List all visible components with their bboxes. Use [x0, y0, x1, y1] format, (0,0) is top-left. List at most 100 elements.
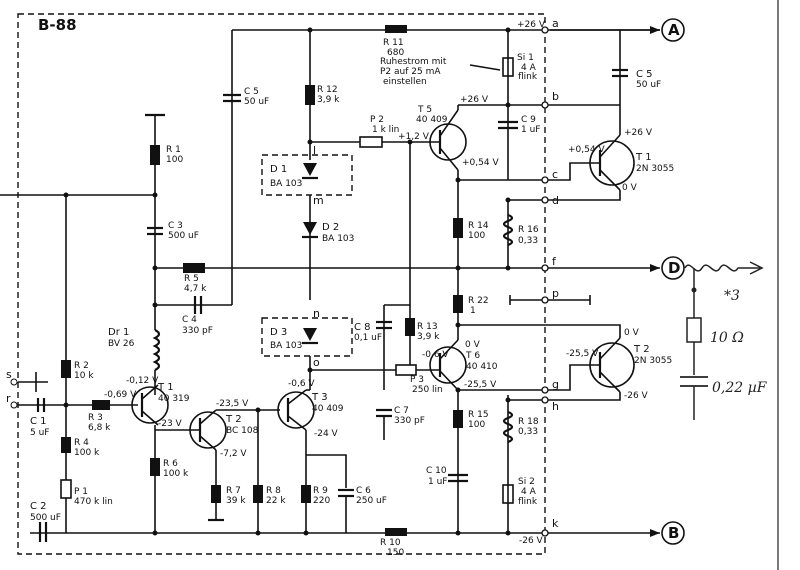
r5-name: R 5 [184, 274, 199, 284]
node-n: n [313, 307, 320, 320]
t5-value: 40 409 [416, 115, 448, 125]
r3-resistor [92, 400, 110, 410]
note-line-3: einstellen [383, 77, 427, 87]
r5-resistor [183, 263, 205, 273]
v-t3e: -24 V [314, 429, 339, 439]
terminal-b-label: B [668, 524, 679, 542]
r16-value: 0,33 [518, 236, 538, 246]
terminal-b [661, 521, 685, 545]
t1-value: 40 319 [158, 394, 190, 404]
t2-value: BC 108 [226, 426, 259, 436]
c5b-value: 50 uF [636, 80, 661, 90]
v-t5c: +26 V [460, 95, 489, 105]
t1-transistor [131, 386, 169, 424]
module-title: B-88 [38, 16, 77, 34]
v-t6c: 0 V [465, 340, 481, 350]
r4-name: R 4 [74, 438, 89, 448]
p1-name: P 1 [74, 487, 88, 497]
v-t3b: -0,6 V [288, 379, 315, 389]
v-p2: +1,2 V [398, 132, 430, 142]
si1-extra: flink [518, 72, 538, 82]
r6-name: R 6 [163, 459, 178, 469]
t1-name: T 1 [157, 382, 174, 393]
node-f: f [552, 255, 557, 268]
p2-value: 1 k lin [372, 125, 399, 135]
r12-name: R 12 [317, 85, 338, 95]
node-g: g [552, 378, 559, 391]
r16-resistor [502, 213, 514, 247]
c4-value: 330 pF [182, 326, 213, 336]
r13-name: R 13 [417, 322, 438, 332]
t6-name: T 6 [465, 351, 480, 361]
node-s: s [6, 368, 12, 381]
terminal-d [661, 256, 685, 280]
r11-name: R 11 [383, 38, 404, 48]
t2-name: T 2 [225, 414, 242, 425]
handwritten-capacitor-label: 0,22 µF [712, 380, 768, 396]
boundary-nodes [541, 26, 549, 537]
c9-value: 1 uF [521, 125, 540, 135]
r22-name: R 22 [468, 296, 489, 306]
d3-box [261, 317, 353, 357]
d1-box [261, 154, 353, 196]
c2-value: 500 uF [30, 513, 61, 523]
p2-pot [359, 136, 383, 148]
r4-value: 100 k [74, 448, 100, 458]
v-t2e: -7,2 V [220, 449, 247, 459]
c10-value: 1 uF [428, 477, 447, 487]
c5-value: 50 uF [244, 97, 269, 107]
r5-value: 4,7 k [184, 284, 207, 294]
c6-name: C 6 [356, 486, 371, 496]
v-k: -26 V [519, 536, 544, 546]
r18-value: 0,33 [518, 427, 538, 437]
r18-name: R 18 [518, 417, 539, 427]
v-a: +26 V [517, 20, 546, 30]
v-t2e-out: -26 V [624, 391, 649, 401]
node-b: b [552, 90, 559, 103]
node-r: r [6, 392, 11, 405]
module-boundary [17, 13, 546, 555]
handwritten-inductor [684, 264, 760, 272]
v-t6e: -25,5 V [464, 380, 497, 390]
c7-value: 330 pF [394, 416, 425, 426]
r9-name: R 9 [313, 486, 328, 496]
r7-resistor [211, 485, 221, 503]
c6-value: 250 uF [356, 496, 387, 506]
r22-value: 1 [470, 306, 476, 316]
si2-value: 4 A [521, 487, 537, 497]
r8-resistor [253, 485, 263, 503]
c8-name: C 8 [354, 322, 371, 333]
p2-name: P 2 [370, 115, 384, 125]
d2-name: D 2 [322, 222, 339, 233]
v-t6b: -0,6 V [422, 350, 449, 360]
r11-resistor [385, 25, 407, 33]
r13-resistor [405, 318, 415, 336]
p3-pot [395, 364, 417, 376]
dr1-value: BV 26 [108, 339, 135, 349]
c3-name: C 3 [168, 221, 183, 231]
r12-resistor [305, 85, 315, 105]
v-t2b: -25,5 V [566, 349, 599, 359]
t3-name: T 3 [311, 392, 328, 403]
v-t2c: -23,5 V [216, 399, 249, 409]
p1-value: 470 k lin [74, 497, 113, 507]
t6-transistor [429, 346, 467, 384]
d3-value: BA 103 [270, 341, 302, 351]
r15-name: R 15 [468, 410, 489, 420]
r2-value: 10 k [74, 371, 94, 381]
t1-out-value: 2N 3055 [636, 164, 674, 174]
c1-name: C 1 [30, 416, 47, 427]
si2-extra: flink [518, 497, 538, 507]
t5-name: T 5 [417, 105, 432, 115]
d2-value: BA 103 [322, 234, 354, 244]
dr1-name: Dr 1 [108, 327, 129, 338]
r2-name: R 2 [74, 361, 89, 371]
node-p: p [552, 287, 559, 300]
node-l: l [313, 144, 316, 157]
r16-name: R 16 [518, 225, 539, 235]
p1-pot [60, 479, 72, 499]
r6-value: 100 k [163, 469, 189, 479]
si1-value: 4 A [521, 63, 537, 73]
v-t5e: +0,54 V [462, 158, 499, 168]
c10-name: C 10 [426, 466, 447, 476]
